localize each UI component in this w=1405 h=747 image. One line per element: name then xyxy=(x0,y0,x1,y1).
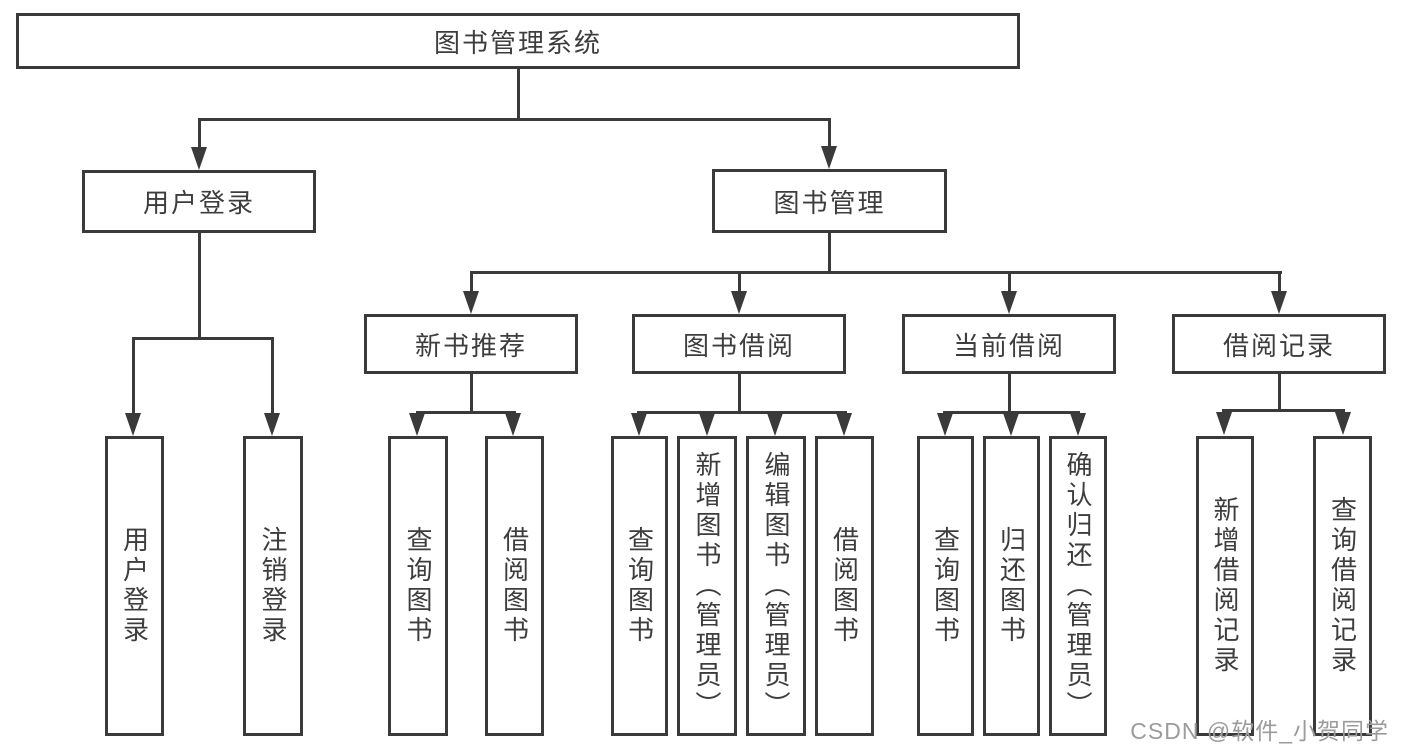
connector-level2-hline xyxy=(470,271,1282,274)
leaf-add-borrow-record: 新增借阅记录 xyxy=(1196,436,1254,736)
arrowhead-leaf xyxy=(409,413,425,436)
connector-drop-book-mgmt xyxy=(828,118,831,149)
node-current-borrow: 当前借阅 xyxy=(902,314,1116,374)
leaf-return-books: 归还图书 xyxy=(983,436,1040,736)
leaf-borrow-books: 借阅图书 xyxy=(485,436,544,736)
arrowhead-leaf xyxy=(1003,413,1019,436)
connector-level1-hline xyxy=(198,118,831,121)
connector-book-borrow-stem xyxy=(738,374,741,414)
connector-drop-book-borrow xyxy=(738,274,741,292)
arrowhead-user-login xyxy=(191,147,207,170)
arrowhead-leaf xyxy=(836,413,852,436)
arrowhead-leaf xyxy=(699,413,715,436)
node-borrow-records: 借阅记录 xyxy=(1172,314,1386,374)
connector-user-login-stem xyxy=(198,233,201,339)
leaf-logout: 注销登录 xyxy=(243,436,303,736)
connector-drop-current-borrow xyxy=(1008,274,1011,292)
leaf-query-borrow-record: 查询借阅记录 xyxy=(1313,436,1372,736)
connector-drop-login-leaf xyxy=(132,337,135,414)
arrowhead-login-leaf xyxy=(125,413,141,436)
leaf-user-login: 用户登录 xyxy=(105,436,164,736)
leaf-query-books: 查询图书 xyxy=(611,436,668,736)
connector-borrow-records-stem xyxy=(1278,374,1281,412)
connector-borrow-records-hline xyxy=(1222,409,1345,412)
connector-drop-logout-leaf xyxy=(271,337,274,414)
arrowhead-book-borrow xyxy=(731,291,747,314)
arrowhead-borrow-records xyxy=(1271,291,1287,314)
node-new-book-recommend: 新书推荐 xyxy=(364,314,578,374)
node-root-library-system: 图书管理系统 xyxy=(16,13,1020,69)
leaf-query-books: 查询图书 xyxy=(917,436,974,736)
arrowhead-leaf xyxy=(767,413,783,436)
leaf-borrow-books: 借阅图书 xyxy=(815,436,874,736)
connector-book-mgmt-stem xyxy=(828,233,831,273)
connector-user-login-hline xyxy=(132,337,274,340)
node-user-login: 用户登录 xyxy=(82,170,316,233)
leaf-query-books: 查询图书 xyxy=(388,436,448,736)
arrowhead-leaf xyxy=(1070,413,1086,436)
connector-current-borrow-hline xyxy=(943,411,1080,414)
connector-new-book-stem xyxy=(470,374,473,414)
csdn-watermark: CSDN @软件_小贺同学 xyxy=(1130,718,1389,744)
connector-book-borrow-hline xyxy=(637,411,847,414)
arrowhead-current-borrow xyxy=(1001,291,1017,314)
leaf-add-books-admin: 新增图书（管理员） xyxy=(677,436,737,736)
leaf-edit-books-admin: 编辑图书（管理员） xyxy=(746,436,806,736)
connector-drop-user-login xyxy=(198,118,201,150)
leaf-confirm-return-admin: 确认归还（管理员） xyxy=(1049,436,1107,736)
arrowhead-leaf xyxy=(1335,412,1351,435)
arrowhead-leaf xyxy=(937,413,953,436)
connector-current-borrow-stem xyxy=(1008,374,1011,414)
arrowhead-book-mgmt xyxy=(821,146,837,169)
connector-drop-borrow-records xyxy=(1278,274,1281,292)
node-book-management: 图书管理 xyxy=(712,169,947,233)
arrowhead-leaf xyxy=(631,413,647,436)
connector-root-stem xyxy=(517,68,520,120)
arrowhead-leaf xyxy=(1216,412,1232,435)
arrowhead-logout-leaf xyxy=(264,413,280,436)
arrowhead-new-book xyxy=(463,291,479,314)
connector-new-book-hline xyxy=(416,411,516,414)
arrowhead-leaf xyxy=(505,413,521,436)
node-book-borrow: 图书借阅 xyxy=(632,314,846,374)
connector-drop-new-book xyxy=(470,274,473,292)
